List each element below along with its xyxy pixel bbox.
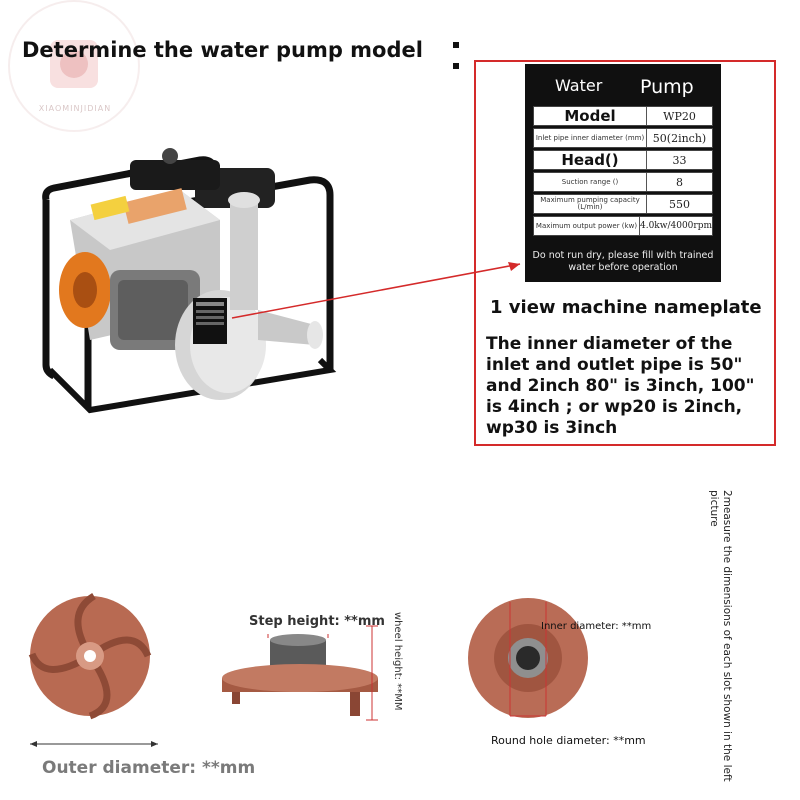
nameplate-warning: Do not run dry, please fill with trained… (532, 250, 714, 273)
nameplate-value: 550 (669, 197, 690, 211)
nameplate-value: 50(2inch) (652, 131, 707, 145)
page-title: Determine the water pump model (22, 38, 423, 62)
impeller-side-image (222, 625, 378, 721)
watermark-logo: XIAOMINJIDIAN (8, 0, 140, 132)
step-height-label: Step height: **mm (249, 614, 385, 629)
nameplate-row: Suction range () 8 (533, 172, 713, 192)
nameplate-row: Head() 33 (533, 150, 713, 170)
nameplate-key: Head() (534, 151, 647, 169)
colon-dot-icon (453, 42, 459, 48)
nameplate-value: 4.0kw/4000rpm (639, 221, 712, 231)
outer-diameter-label: Outer diameter: **mm (42, 758, 256, 778)
colon-dot-icon (453, 63, 459, 69)
nameplate-value: 8 (676, 175, 683, 189)
nameplate-caption: 1 view machine nameplate (490, 297, 762, 318)
nameplate-callout (474, 60, 776, 446)
pipe-diameter-note: The inner diameter of the inlet and outl… (486, 334, 755, 438)
nameplate-row: Maximum pumping capacity (L/min) 550 (533, 194, 713, 214)
nameplate-row: Inlet pipe inner diameter (mm) 50(2inch) (533, 128, 713, 148)
nameplate-row: Model WP20 (533, 106, 713, 126)
nameplate-key: Suction range () (534, 173, 647, 191)
nameplate-row: Maximum output power (kw) 4.0kw/4000rpm (533, 216, 713, 236)
nameplate-value: WP20 (663, 109, 696, 123)
water-pump-image (42, 148, 337, 414)
measure-instruction: 2measure the dimensions of each slot sho… (708, 490, 733, 782)
engine-logo-icon (50, 40, 98, 88)
nameplate-heading-left: Water (555, 76, 603, 95)
nameplate-key: Maximum pumping capacity (L/min) (534, 195, 647, 213)
nameplate-value: 33 (672, 153, 687, 167)
nameplate-key: Maximum output power (kw) (534, 217, 640, 235)
round-hole-diameter-label: Round hole diameter: **mm (491, 734, 646, 747)
impeller-top-image (28, 593, 158, 747)
nameplate-image: Water Pump Model WP20 Inlet pipe inner d… (525, 64, 721, 282)
inner-diameter-label: Inner diameter: **mm (541, 621, 652, 632)
impeller-back-image (468, 598, 588, 718)
wheel-height-label: wheel height: **MM (392, 612, 403, 711)
nameplate-heading-right: Pump (640, 76, 694, 98)
logo-text: XIAOMINJIDIAN (38, 104, 112, 113)
nameplate-key: Model (534, 107, 647, 125)
nameplate-key: Inlet pipe inner diameter (mm) (534, 129, 647, 147)
